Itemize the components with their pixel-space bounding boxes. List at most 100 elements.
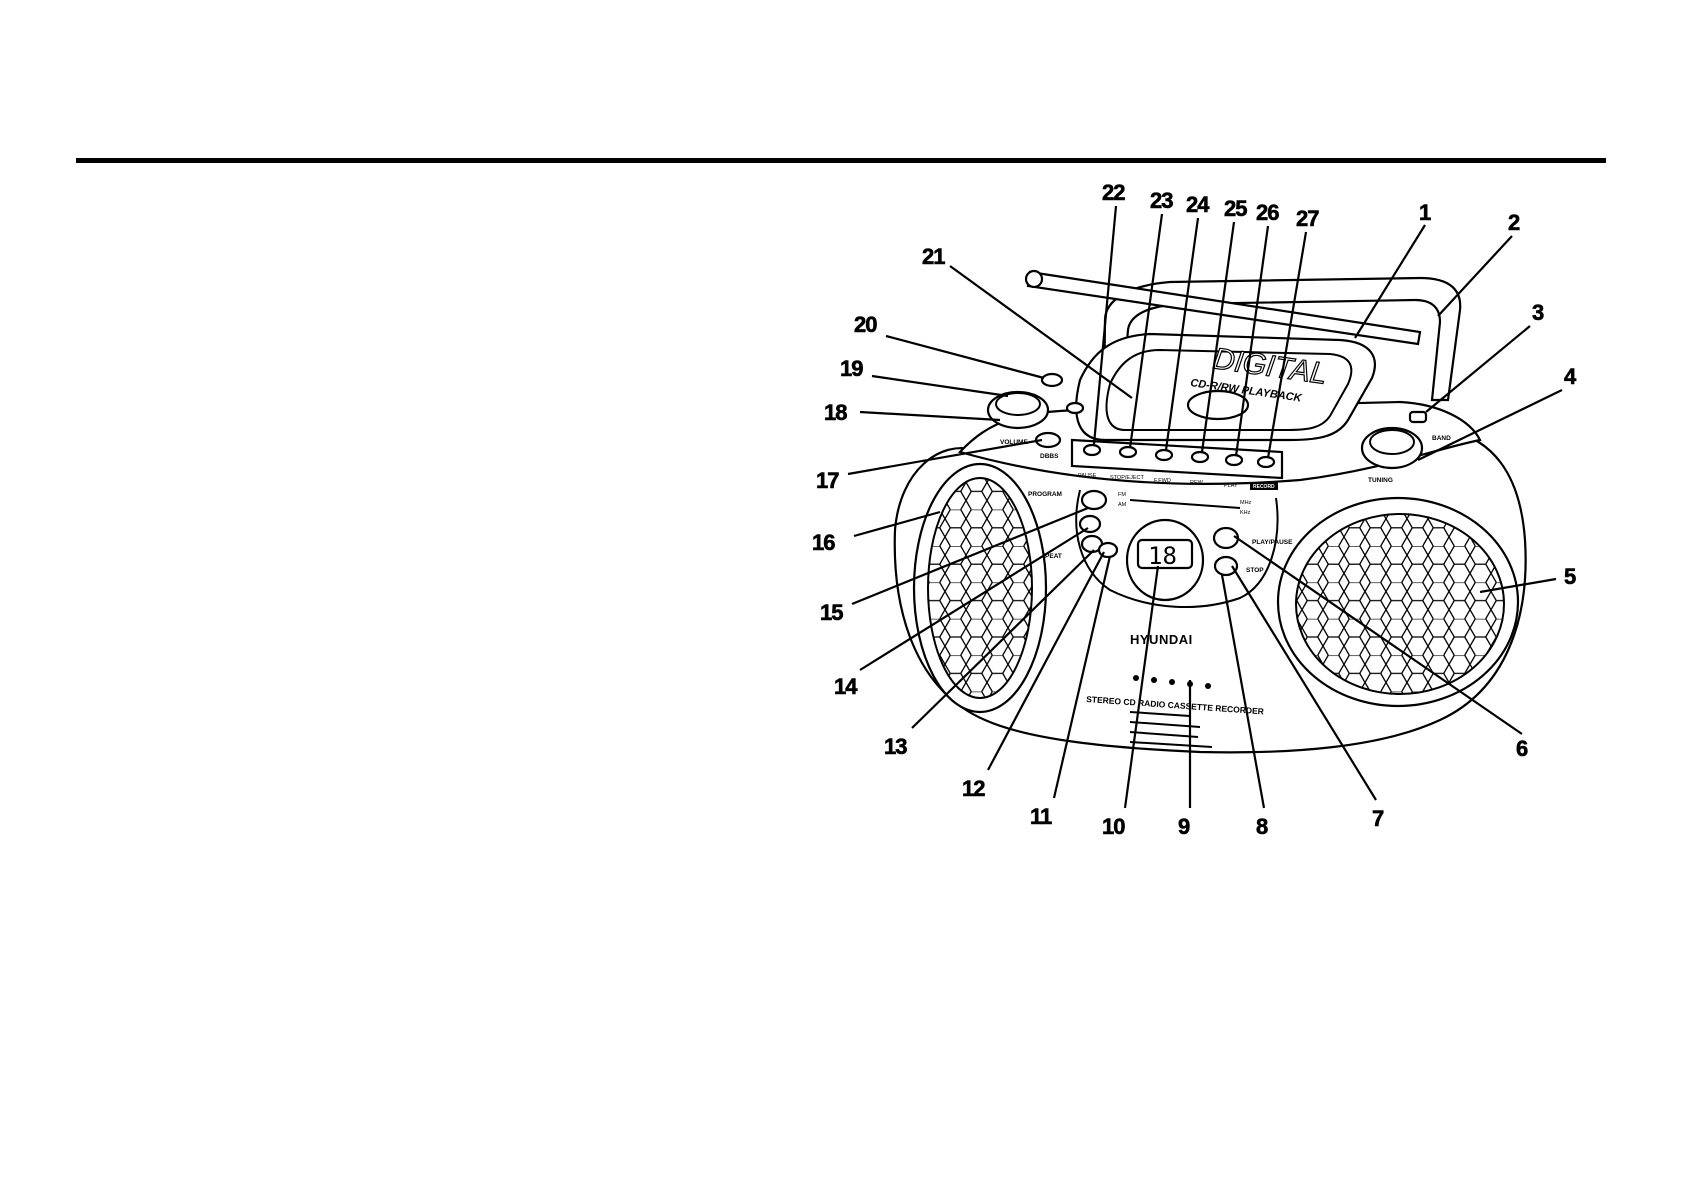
indicator-row bbox=[1129, 731, 1199, 738]
callout-10: 10 bbox=[1102, 814, 1125, 839]
callout-5: 5 bbox=[1564, 564, 1576, 589]
stop-label: STOP bbox=[1246, 567, 1264, 574]
indicator-dot bbox=[1133, 675, 1139, 681]
leader-14 bbox=[859, 527, 1089, 671]
indicator-row bbox=[1129, 721, 1201, 728]
callout-25: 25 bbox=[1224, 196, 1247, 221]
band-label: BAND bbox=[1432, 435, 1451, 442]
front-panel bbox=[1075, 489, 1279, 609]
leader-11 bbox=[1052, 555, 1112, 799]
leader-20 bbox=[885, 334, 1045, 380]
callout-4: 4 bbox=[1564, 364, 1577, 389]
label-rew: REW bbox=[1190, 480, 1204, 486]
leader-22 bbox=[1092, 205, 1118, 445]
callout-8: 8 bbox=[1256, 814, 1268, 839]
deck-buttons bbox=[1082, 443, 1276, 469]
indicator-dot bbox=[1151, 677, 1157, 683]
callout-23: 23 bbox=[1150, 188, 1173, 213]
khz-label: KHz bbox=[1240, 510, 1251, 516]
stop-button[interactable] bbox=[1213, 555, 1239, 577]
indicator-dots bbox=[1133, 675, 1211, 689]
lcd-display bbox=[1136, 538, 1194, 570]
leader-1 bbox=[1354, 224, 1426, 339]
leader-7 bbox=[1231, 565, 1377, 801]
volume-knob[interactable] bbox=[986, 390, 1050, 430]
deck-button-stop-eject[interactable] bbox=[1118, 445, 1138, 459]
right-speaker-grille bbox=[1295, 513, 1505, 695]
leader-3 bbox=[1425, 325, 1531, 413]
indicator-row bbox=[1129, 711, 1191, 717]
mhz-label: MHz bbox=[1240, 500, 1252, 506]
callout-14: 14 bbox=[834, 674, 858, 699]
leader-24 bbox=[1164, 217, 1200, 451]
callout-17: 17 bbox=[816, 468, 839, 493]
repeat-label: REPEAT bbox=[1036, 553, 1062, 560]
indicator-dot bbox=[1169, 679, 1175, 685]
callout-11: 11 bbox=[1030, 804, 1052, 829]
aux-jack[interactable] bbox=[1065, 401, 1085, 415]
volume-knob-top bbox=[995, 392, 1041, 416]
callout-2: 2 bbox=[1508, 210, 1520, 235]
label-record: RECORD bbox=[1253, 484, 1275, 490]
leader-10 bbox=[1123, 565, 1160, 809]
deck-button-pause[interactable] bbox=[1082, 443, 1102, 457]
callout-26: 26 bbox=[1256, 200, 1279, 225]
phones-jack[interactable] bbox=[1040, 372, 1064, 388]
deck-button-rew[interactable] bbox=[1190, 450, 1210, 464]
leader-15 bbox=[851, 506, 1089, 606]
callout-20: 20 bbox=[854, 312, 877, 337]
label-ffwd: F.FWD bbox=[1154, 478, 1171, 484]
deck-button-labels: PAUSE STOP/EJECT F.FWD REW PLAY RECORD bbox=[1078, 473, 1278, 490]
cd-lid-window bbox=[1105, 348, 1353, 431]
left-speaker-grille bbox=[927, 477, 1033, 699]
record-badge bbox=[1250, 482, 1278, 490]
header-rule bbox=[76, 158, 1606, 163]
callout-13: 13 bbox=[884, 734, 907, 759]
band-am-label: AM bbox=[1118, 502, 1127, 508]
label-pause: PAUSE bbox=[1078, 473, 1097, 479]
skip-forward-button[interactable] bbox=[1078, 514, 1102, 534]
function-indicator-list bbox=[1129, 711, 1213, 748]
deck-button-record[interactable] bbox=[1256, 455, 1276, 469]
band-switch[interactable] bbox=[1408, 410, 1428, 424]
boombox-illustration: DIGITAL CD-R/RW PLAYBACK VOLUME DBBS TUN… bbox=[893, 269, 1527, 754]
callout-22: 22 bbox=[1102, 180, 1125, 205]
callout-19: 19 bbox=[840, 356, 863, 381]
callout-21: 21 bbox=[922, 244, 945, 269]
tuning-knob-top bbox=[1369, 429, 1415, 455]
leader-18 bbox=[859, 410, 1001, 422]
callout-7: 7 bbox=[1372, 806, 1384, 831]
program-button[interactable] bbox=[1080, 489, 1108, 511]
leader-6 bbox=[1233, 535, 1523, 735]
callout-16: 16 bbox=[812, 530, 835, 555]
dbbs-label: DBBS bbox=[1040, 453, 1059, 460]
cd-lid bbox=[1075, 332, 1376, 442]
callout-24: 24 bbox=[1186, 192, 1210, 217]
leader-23 bbox=[1128, 213, 1164, 449]
callouts: 1 2 3 4 5 6 7 8 9 10 11 12 13 14 15 16 1 bbox=[812, 180, 1579, 840]
leader-12 bbox=[987, 551, 1105, 771]
callout-18: 18 bbox=[824, 400, 847, 425]
leader-8 bbox=[1220, 574, 1266, 809]
callout-9: 9 bbox=[1178, 814, 1190, 839]
play-pause-button[interactable] bbox=[1212, 526, 1240, 550]
leader-27 bbox=[1266, 231, 1308, 459]
deck-button-ffwd[interactable] bbox=[1154, 448, 1174, 462]
callout-3: 3 bbox=[1532, 300, 1544, 325]
leader-2 bbox=[1437, 235, 1513, 317]
deck-button-play[interactable] bbox=[1224, 453, 1244, 467]
callout-27: 27 bbox=[1296, 206, 1319, 231]
callout-6: 6 bbox=[1516, 736, 1528, 761]
tuning-scale bbox=[1129, 499, 1241, 509]
brand-logo: HYUNDAI bbox=[1130, 632, 1193, 647]
tuning-knob[interactable] bbox=[1360, 426, 1424, 470]
leader-19 bbox=[871, 374, 1009, 398]
tuning-label: TUNING bbox=[1368, 477, 1393, 484]
antenna-tip bbox=[1024, 269, 1044, 289]
leader-16 bbox=[853, 510, 941, 538]
callout-15: 15 bbox=[820, 600, 843, 625]
volume-label: VOLUME bbox=[1000, 439, 1028, 446]
leader-5 bbox=[1479, 577, 1557, 594]
callout-12: 12 bbox=[962, 776, 985, 801]
